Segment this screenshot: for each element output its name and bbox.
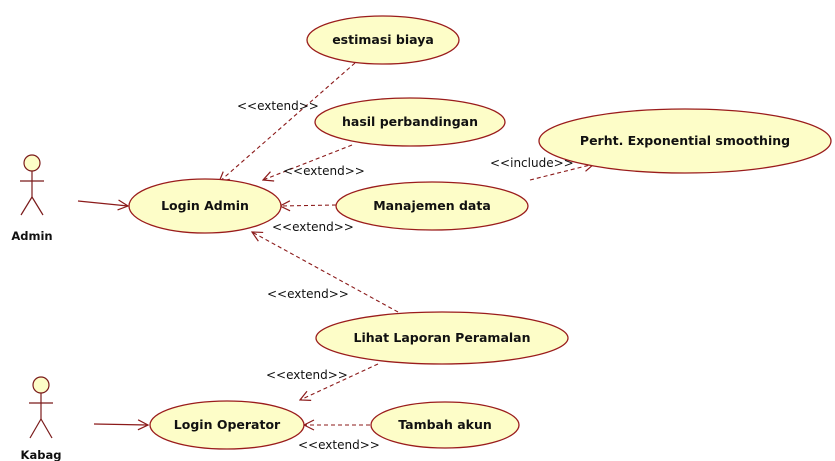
usecase-lihat-laporan-peramalan[interactable]: Lihat Laporan Peramalan bbox=[315, 311, 569, 365]
usecase-login-operator-label: Login Operator bbox=[174, 417, 281, 432]
usecase-perht-exponential-smoothing-label: Perht. Exponential smoothing bbox=[580, 133, 790, 148]
stereotype-extend-tambah: <<extend>> bbox=[298, 438, 380, 452]
usecase-login-admin-label: Login Admin bbox=[161, 198, 249, 213]
actor-admin-leg-right bbox=[31, 196, 44, 216]
actor-kabag-leg-right bbox=[40, 418, 53, 439]
actor-kabag-head bbox=[32, 376, 50, 394]
association-admin-login-admin bbox=[77, 201, 128, 206]
usecase-estimasi-biaya[interactable]: estimasi biaya bbox=[306, 15, 460, 65]
usecase-tambah-akun-label: Tambah akun bbox=[398, 417, 492, 432]
usecase-perht-exponential-smoothing[interactable]: Perht. Exponential smoothing bbox=[538, 108, 832, 174]
usecase-estimasi-biaya-label: estimasi biaya bbox=[332, 32, 434, 47]
extend-arrow-lihat-laporan-operator bbox=[300, 363, 379, 400]
usecase-manajemen-data-label: Manajemen data bbox=[373, 198, 491, 213]
actor-admin[interactable]: Admin bbox=[11, 154, 53, 243]
extend-arrow-estimasi-biaya bbox=[219, 62, 356, 182]
actor-admin-head bbox=[23, 154, 41, 172]
actor-kabag-leg-left bbox=[29, 418, 42, 439]
extend-arrow-hasil-perbandingan bbox=[263, 144, 353, 180]
usecase-hasil-perbandingan[interactable]: hasil perbandingan bbox=[314, 97, 506, 147]
actor-kabag[interactable]: Kabag bbox=[21, 376, 62, 461]
usecase-hasil-perbandingan-label: hasil perbandingan bbox=[342, 114, 478, 129]
stereotype-include-perht: <<include>> bbox=[490, 156, 574, 170]
association-kabag-login-operator bbox=[93, 424, 148, 425]
usecase-login-operator[interactable]: Login Operator bbox=[149, 400, 305, 450]
extend-arrow-manajemen-data bbox=[280, 205, 337, 206]
usecase-lihat-laporan-peramalan-label: Lihat Laporan Peramalan bbox=[353, 330, 530, 345]
usecase-login-admin[interactable]: Login Admin bbox=[128, 178, 282, 234]
stereotype-extend-hasil: <<extend>> bbox=[283, 164, 365, 178]
actor-admin-leg-left bbox=[20, 196, 33, 216]
usecase-manajemen-data[interactable]: Manajemen data bbox=[335, 181, 529, 231]
stereotype-extend-lihat-admin: <<extend>> bbox=[267, 287, 349, 301]
actor-kabag-label: Kabag bbox=[21, 448, 62, 461]
stereotype-extend-lihat-operator: <<extend>> bbox=[266, 368, 348, 382]
stereotype-extend-manajemen: <<extend>> bbox=[272, 220, 354, 234]
actor-admin-label: Admin bbox=[11, 229, 52, 243]
include-arrow-perht bbox=[529, 164, 594, 181]
stereotype-extend-estimasi: <<extend>> bbox=[237, 99, 319, 113]
usecase-tambah-akun[interactable]: Tambah akun bbox=[370, 401, 520, 449]
